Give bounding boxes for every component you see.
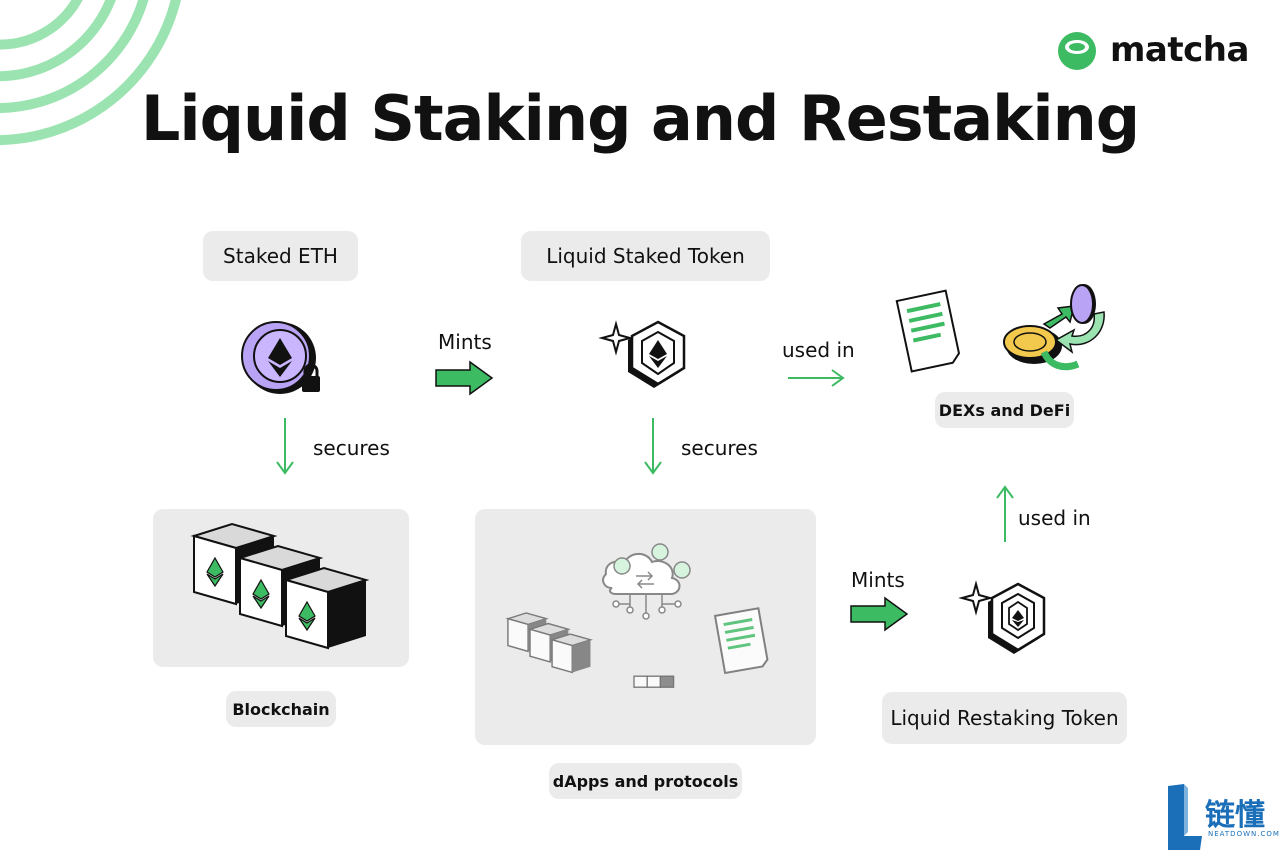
edge-label-used-in-2: used in — [1018, 506, 1091, 530]
edge-label-mints-2: Mints — [851, 568, 905, 592]
cloud-network-blocks-icon — [505, 543, 769, 688]
arrow-right-icon — [788, 369, 845, 387]
node-liquid-staked-token: Liquid Staked Token — [521, 231, 770, 281]
arrow-up-icon — [996, 485, 1014, 542]
page-title: Liquid Staking and Restaking — [140, 82, 1140, 155]
watermark-text: 链懂 — [1205, 798, 1265, 833]
brand-name[interactable]: matcha — [1110, 30, 1249, 70]
node-blockchain: Blockchain — [226, 691, 336, 727]
edge-label-secures-2: secures — [681, 436, 758, 460]
decorative-arcs — [0, 0, 181, 146]
arrow-down-icon — [276, 418, 294, 475]
document-coins-swap-icon — [895, 284, 1105, 373]
edge-label-used-in-1: used in — [782, 338, 855, 362]
eth-shield-hexagon-icon — [598, 320, 686, 388]
node-staked-eth: Staked ETH — [203, 231, 358, 281]
node-dapps-protocols: dApps and protocols — [549, 763, 742, 799]
node-dexs-defi: DEXs and DeFi — [935, 392, 1074, 428]
watermark-subtext: NEATDOWN.COM — [1208, 830, 1280, 838]
edge-label-mints-1: Mints — [438, 330, 492, 354]
watermark-logo-icon — [1168, 784, 1202, 850]
thick-arrow-right-icon — [850, 596, 909, 632]
node-liquid-restaking-token: Liquid Restaking Token — [882, 692, 1127, 744]
matcha-logo-icon — [1058, 32, 1096, 70]
edge-label-secures-1: secures — [313, 436, 390, 460]
eth-blocks-icon — [190, 522, 370, 650]
arrow-down-icon — [644, 418, 662, 475]
eth-coin-lock-icon — [241, 321, 320, 394]
thick-arrow-right-icon — [435, 360, 494, 396]
restaking-hexagon-icon — [958, 580, 1046, 654]
